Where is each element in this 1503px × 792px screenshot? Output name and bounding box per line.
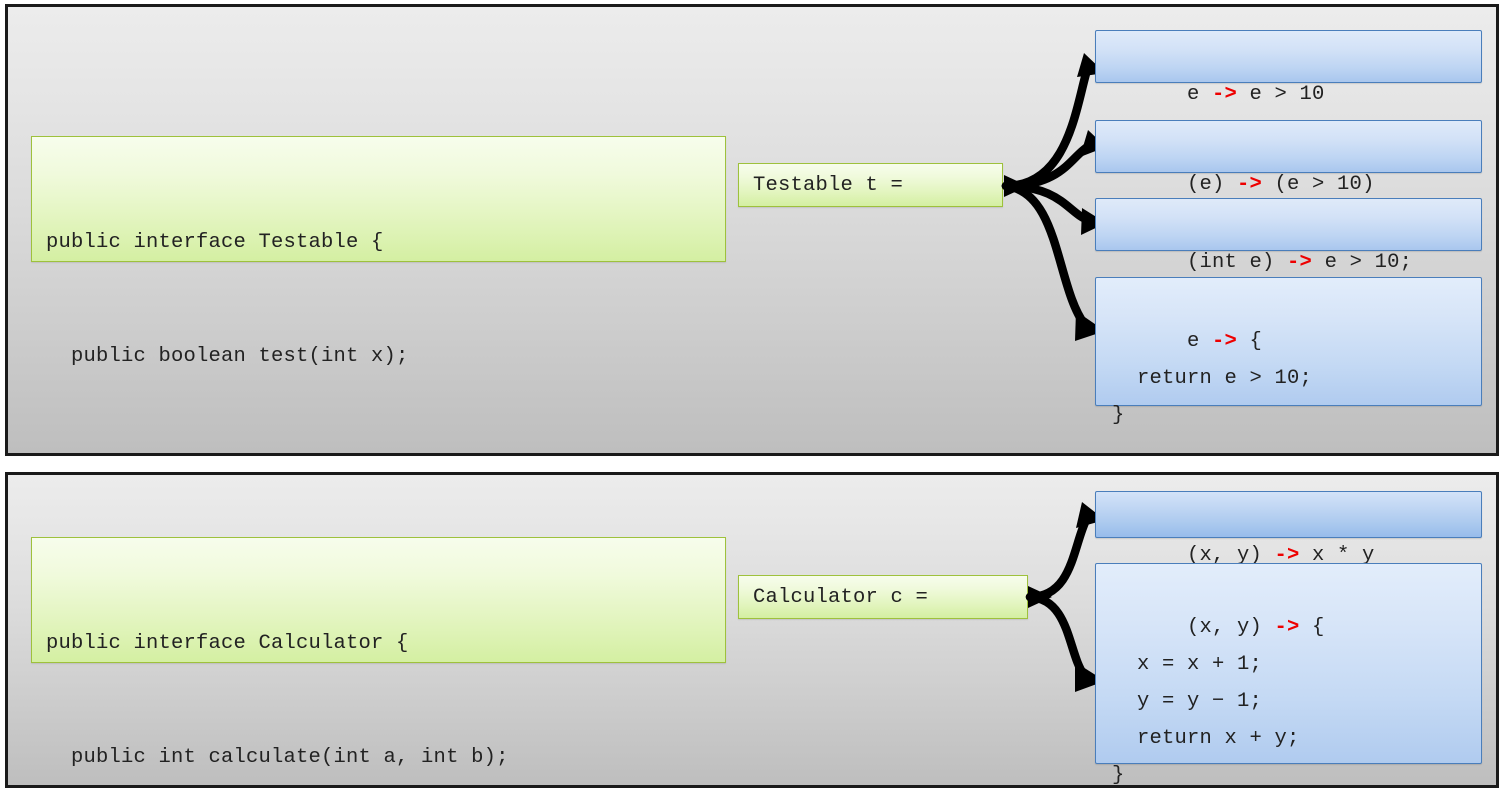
connector-to-lambda-2 bbox=[1025, 592, 1089, 680]
code-line: } bbox=[46, 452, 725, 453]
testable-variable-label: Testable t = bbox=[753, 173, 904, 197]
lambda-expr-parens-box: (e) -> (e > 10) bbox=[1095, 120, 1482, 196]
code-line: public boolean test(int x); bbox=[46, 345, 409, 368]
lambda-text: e bbox=[1187, 83, 1213, 106]
lambda-arrow-icon: -> bbox=[1237, 173, 1263, 196]
connector-to-lambda-1 bbox=[1025, 513, 1092, 602]
code-line: public interface Testable { bbox=[46, 231, 384, 254]
calculator-variable-box: Calculator c = bbox=[738, 575, 1028, 619]
connector-source-wedge bbox=[1028, 586, 1052, 608]
lambda-text: e > 10; bbox=[1312, 251, 1413, 274]
calculator-variable-label: Calculator c = bbox=[753, 585, 929, 609]
lambda-block-return-box: e -> { return e > 10; } bbox=[1095, 277, 1482, 427]
lambda-text: { return e > 10; } bbox=[1112, 330, 1313, 427]
lambda-text: (int e) bbox=[1187, 251, 1288, 274]
lambda-arrow-icon: -> bbox=[1212, 83, 1238, 106]
lambda-arrow-icon: -> bbox=[1274, 616, 1300, 639]
lambda-arrow-icon: -> bbox=[1287, 251, 1313, 274]
connector-source-wedge bbox=[1004, 175, 1028, 197]
calculator-interface-code-box: public interface Calculator { public int… bbox=[31, 537, 726, 769]
connector-to-lambda-3 bbox=[1001, 181, 1093, 225]
connector-to-lambda-2 bbox=[1001, 141, 1094, 191]
lambda-text: (x, y) bbox=[1187, 544, 1275, 567]
lambda-text: (e > 10) bbox=[1262, 173, 1375, 196]
testable-variable-box: Testable t = bbox=[738, 163, 1003, 207]
testable-panel: public interface Testable { public boole… bbox=[5, 4, 1499, 456]
lambda-expr-typed-box: (int e) -> e > 10; bbox=[1095, 198, 1482, 274]
code-line: public interface Calculator { bbox=[46, 632, 409, 655]
lambda-block-sum-box: (x, y) -> { x = x + 1; y = y − 1; return… bbox=[1095, 563, 1482, 785]
lambda-text: e > 10 bbox=[1237, 83, 1325, 106]
connector-to-lambda-4 bbox=[1001, 181, 1090, 330]
lambda-multiply-box: (x, y) -> x * y bbox=[1095, 491, 1482, 567]
connector-to-lambda-1 bbox=[1001, 65, 1092, 191]
lambda-text: (e) bbox=[1187, 173, 1238, 196]
lambda-arrow-icon: -> bbox=[1274, 544, 1300, 567]
lambda-text: (x, y) bbox=[1187, 616, 1275, 639]
lambda-text: x * y bbox=[1299, 544, 1375, 567]
lambda-text: { x = x + 1; y = y − 1; return x + y; } bbox=[1112, 616, 1325, 787]
lambda-expr-bare-box: e -> e > 10 bbox=[1095, 30, 1482, 106]
lambda-arrow-icon: -> bbox=[1212, 330, 1238, 353]
testable-interface-code-box: public interface Testable { public boole… bbox=[31, 136, 726, 368]
code-line: public int calculate(int a, int b); bbox=[46, 746, 509, 769]
lambda-text: e bbox=[1187, 330, 1213, 353]
calculator-panel: public interface Calculator { public int… bbox=[5, 472, 1499, 788]
